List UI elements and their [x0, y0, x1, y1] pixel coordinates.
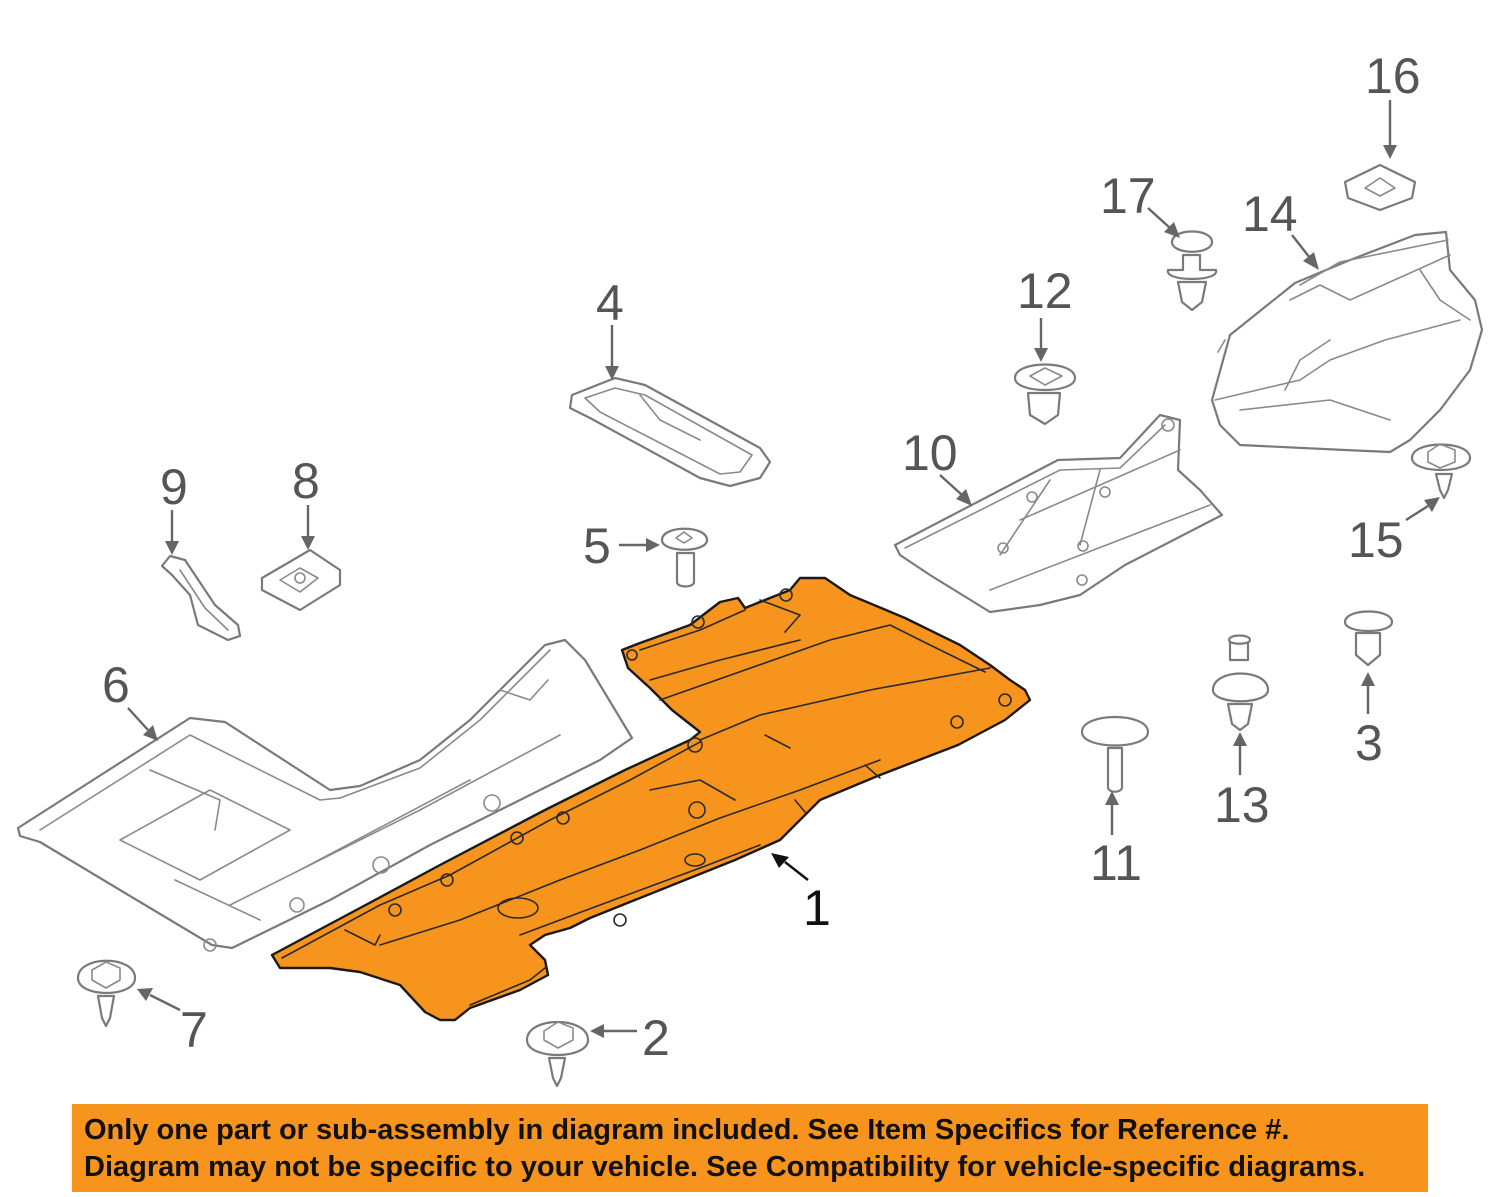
part-1-underbody-shield-highlighted — [270, 576, 1032, 1022]
part-8-clip-nut — [260, 548, 342, 612]
callout-1: 1 — [803, 880, 831, 936]
callout-5: 5 — [583, 518, 611, 574]
part-16-clip — [1343, 163, 1417, 212]
callout-12: 12 — [1017, 263, 1073, 319]
callout-17: 17 — [1100, 168, 1156, 224]
part-5-screw — [660, 527, 709, 588]
part-15-bolt — [1410, 443, 1472, 500]
part-13-push-clip — [1211, 634, 1270, 732]
callout-7: 7 — [180, 1002, 208, 1058]
part-11-pin — [1080, 716, 1150, 793]
part-4-bracket — [568, 376, 772, 488]
part-9-bracket — [160, 554, 242, 642]
callout-4: 4 — [596, 275, 624, 331]
part-17-push-clip — [1166, 230, 1218, 312]
callout-14: 14 — [1242, 186, 1298, 242]
part-7-bolt — [76, 959, 137, 1028]
callout-3: 3 — [1355, 715, 1383, 771]
part-3-rivet-nut — [1343, 610, 1394, 667]
callout-16: 16 — [1365, 48, 1421, 104]
part-10-center-shield — [893, 413, 1224, 614]
callout-15: 15 — [1348, 512, 1404, 568]
callout-9: 9 — [160, 459, 188, 515]
part-14-right-rear-shield — [1210, 230, 1484, 454]
leader-lines — [127, 100, 1440, 1038]
part-6-left-underbody-shield — [16, 638, 634, 952]
disclaimer-banner: Only one part or sub-assembly in diagram… — [72, 1104, 1428, 1192]
callout-6: 6 — [102, 657, 130, 713]
callout-10: 10 — [902, 425, 958, 481]
callout-13: 13 — [1214, 777, 1270, 833]
callout-labels: 1 2 3 4 5 6 7 8 9 10 11 12 13 14 15 16 1… — [102, 48, 1421, 1066]
part-2-bolt — [525, 1021, 590, 1088]
disclaimer-line-2: Diagram may not be specific to your vehi… — [84, 1151, 1366, 1183]
part-12-grommet-nut — [1013, 363, 1077, 426]
callout-2: 2 — [642, 1010, 670, 1066]
callout-11: 11 — [1090, 835, 1142, 891]
disclaimer-line-1: Only one part or sub-assembly in diagram… — [84, 1114, 1290, 1146]
callout-8: 8 — [292, 453, 320, 509]
